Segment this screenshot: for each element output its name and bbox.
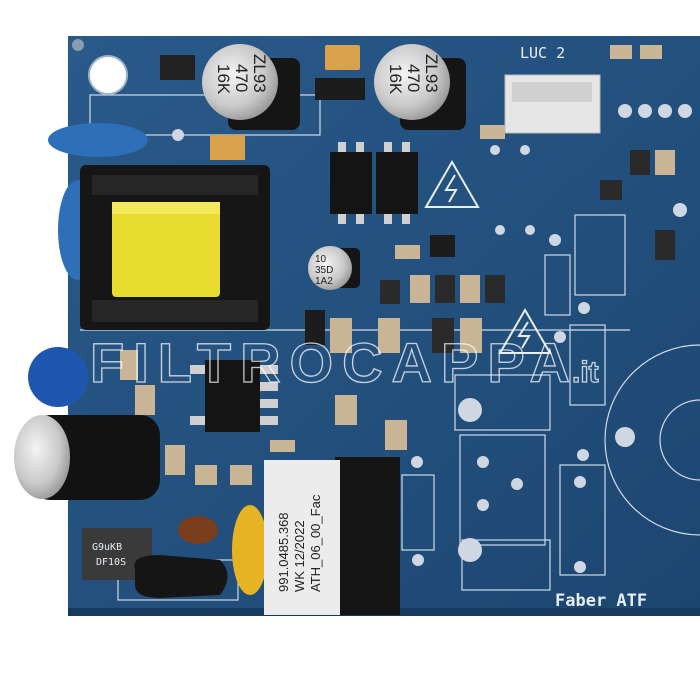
inductor: [134, 555, 228, 598]
svg-text:1A2: 1A2: [315, 276, 333, 287]
brand-label: Faber ATF: [555, 591, 647, 611]
luc2-connector: [504, 74, 601, 134]
svg-text:DF10S: DF10S: [96, 557, 126, 568]
capacitor-marking: ZL93: [250, 54, 269, 93]
smd-components: [120, 45, 675, 485]
high-voltage-warning-icon: [498, 308, 552, 354]
watermark-suffix: .it: [572, 356, 599, 389]
ptc-thermistor: [178, 516, 218, 544]
optocoupler: [330, 142, 418, 224]
capacitor-marking: 470: [404, 64, 423, 92]
capacitor-marking: 16K: [214, 64, 233, 95]
high-voltage-warning-icon: [424, 160, 480, 208]
controller-ic: [190, 360, 278, 432]
electrolytic-capacitor: ZL93 470 16K: [202, 44, 300, 130]
relay-date-code: WK 12/2022: [292, 520, 307, 592]
varistor: [232, 505, 268, 595]
relay-part-number: 991.0485.368: [276, 512, 291, 592]
svg-text:G9uKB: G9uKB: [92, 542, 122, 553]
bulk-capacitor: [14, 415, 160, 500]
y-capacitor: [48, 123, 148, 157]
svg-text:10: 10: [315, 254, 327, 265]
watermark: FILTROCAPPA: [90, 331, 570, 394]
solder-pads: [172, 104, 692, 573]
small-capacitor: 10 35D 1A2: [308, 246, 360, 290]
connector-label: LUC 2: [520, 44, 565, 62]
mounting-hole: [88, 55, 128, 95]
electrolytic-capacitor: ZL93 470 16K: [374, 44, 466, 130]
relay: 991.0485.368 WK 12/2022 ATH_06_00_Fac: [264, 457, 400, 615]
capacitor-marking: 470: [232, 64, 251, 92]
svg-text:35D: 35D: [315, 265, 333, 276]
capacitor-marking: 16K: [386, 64, 405, 95]
y-capacitor: [28, 347, 88, 407]
transformer: [80, 165, 270, 330]
capacitor-marking: ZL93: [422, 54, 441, 93]
relay-firmware-code: ATH_06_00_Fac: [308, 494, 323, 592]
